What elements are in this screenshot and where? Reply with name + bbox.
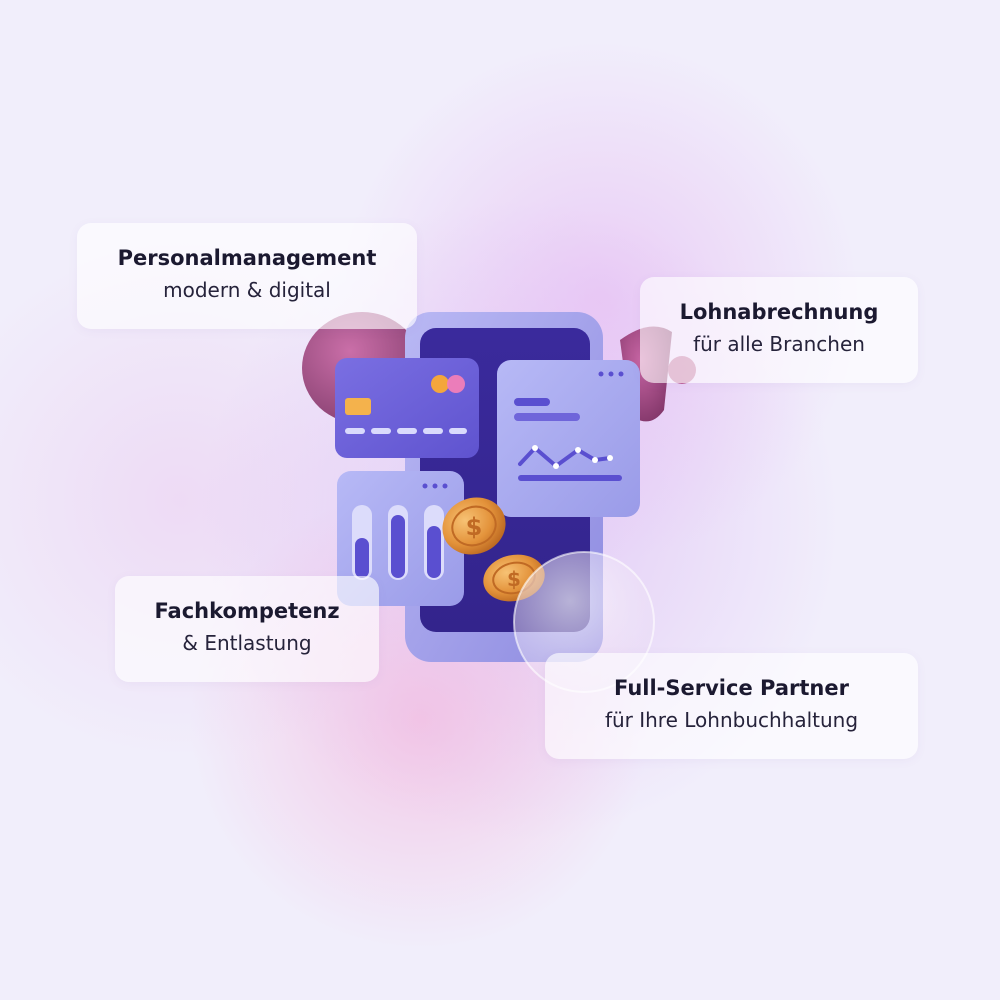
card-subtitle: für alle Branchen — [693, 332, 865, 356]
card-title: Lohnabrechnung — [679, 300, 879, 324]
feature-card-lohnabrechnung: Lohnabrechnung für alle Branchen — [640, 277, 918, 383]
card-subtitle: für Ihre Lohnbuchhaltung — [604, 708, 859, 732]
card-subtitle: modern & digital — [163, 278, 331, 302]
card-subtitle: & Entlastung — [182, 631, 312, 655]
coin-icon: $ — [442, 497, 506, 555]
svg-text:$: $ — [507, 567, 521, 591]
card-title: Personalmanagement — [117, 246, 377, 270]
credit-card-icon — [335, 358, 479, 458]
analytics-panel-icon — [497, 360, 640, 517]
feature-card-fachkompetenz: Fachkompetenz & Entlastung — [115, 576, 379, 682]
svg-text:$: $ — [466, 513, 483, 541]
card-title: Full-Service Partner — [614, 676, 849, 700]
bar-chart-panel-icon — [337, 471, 464, 606]
card-title: Fachkompetenz — [154, 599, 340, 623]
feature-card-full-service: Full-Service Partner für Ihre Lohnbuchha… — [545, 653, 918, 759]
feature-card-personalmanagement: Personalmanagement modern & digital — [77, 223, 417, 329]
